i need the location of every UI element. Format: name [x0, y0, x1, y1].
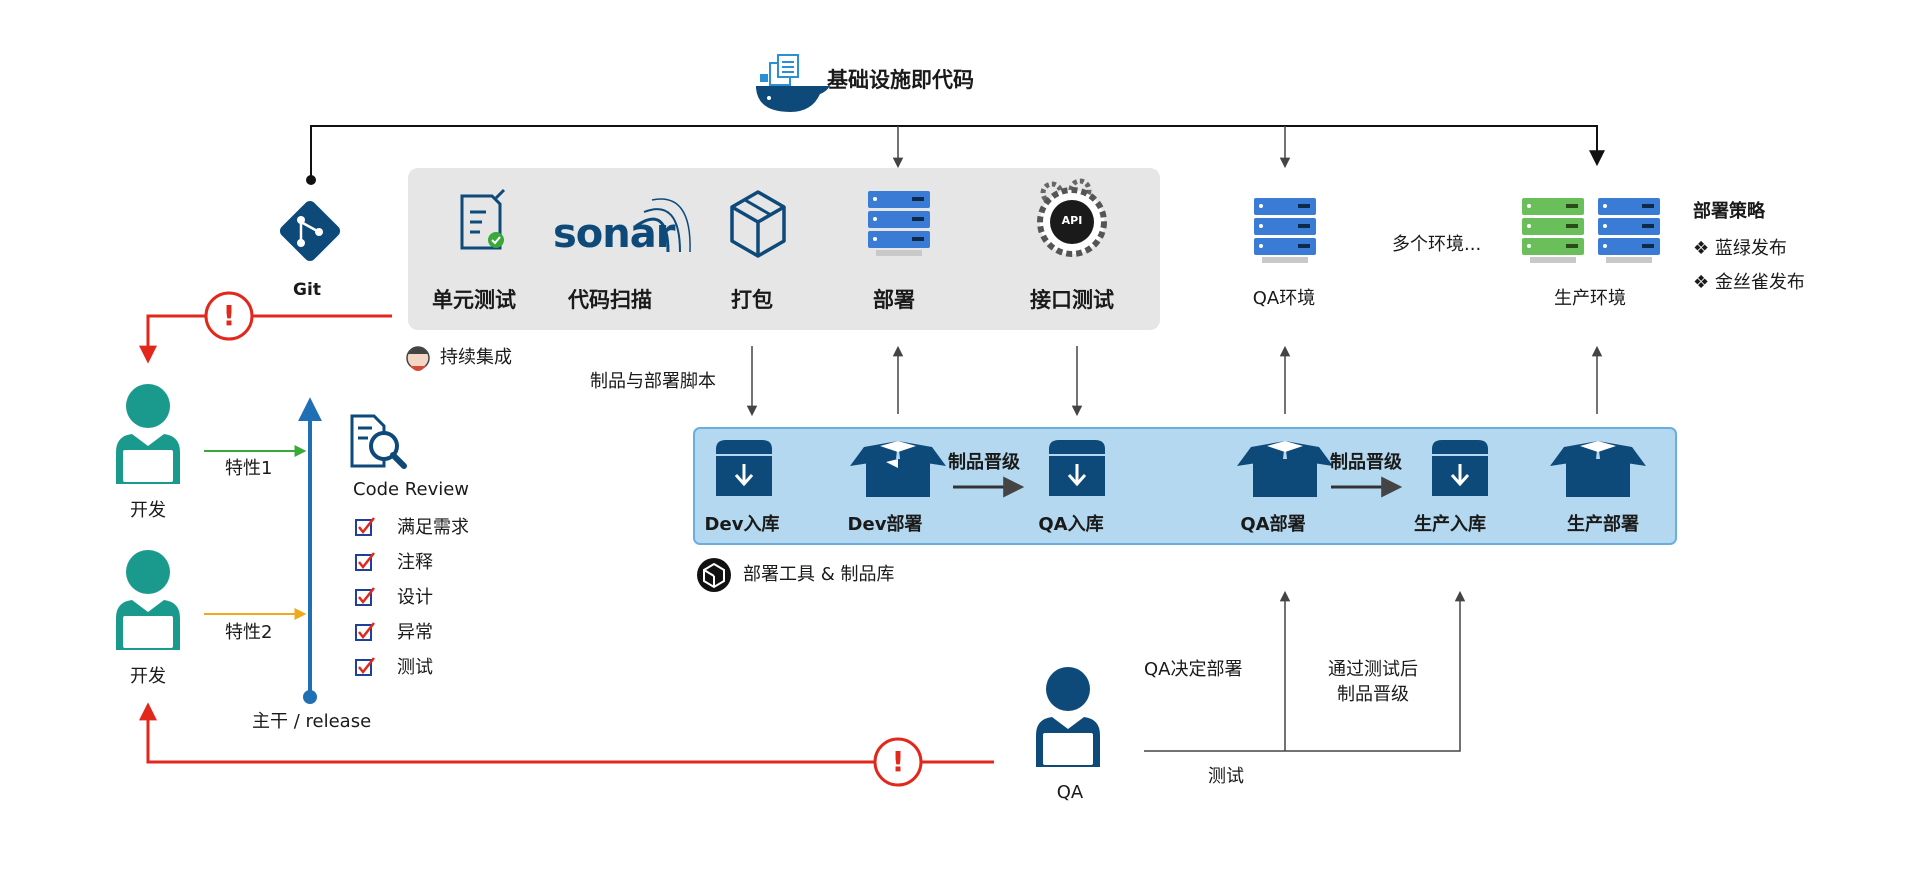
prod-env-green-server-icon	[1522, 198, 1584, 263]
qa-env-server-icon	[1254, 198, 1316, 263]
qa-promote-line1: 通过测试后	[1328, 659, 1418, 680]
docker-whale-icon	[756, 54, 830, 112]
stage-dev-deploy: Dev部署	[847, 514, 923, 535]
feature2-label: 特性2	[225, 622, 273, 643]
qa-decide-label: QA决定部署	[1144, 659, 1243, 680]
package-icon	[730, 190, 786, 258]
qa-alert-icon: !	[891, 745, 905, 778]
ci-step-deploy: 部署	[873, 288, 915, 312]
qa-promote-line2: 制品晋级	[1337, 684, 1409, 705]
promote-label-2: 制品晋级	[1330, 452, 1402, 473]
stage-qa-deploy: QA部署	[1240, 514, 1306, 535]
prod-open-box-icon	[1550, 441, 1646, 497]
feature1-label: 特性1	[225, 458, 273, 479]
ci-step-package: 打包	[731, 288, 773, 312]
ci-step-api-test: 接口测试	[1030, 288, 1114, 312]
dev-open-box-icon	[850, 441, 946, 497]
review-item-exceptions: 异常	[397, 622, 433, 643]
api-gear-icon	[1037, 178, 1107, 257]
repo-tool-icon	[697, 558, 731, 592]
stage-dev-inbound: Dev入库	[704, 514, 780, 535]
ci-step-code-scan: 代码扫描	[568, 288, 652, 312]
sonar-waves-icon	[635, 198, 691, 253]
qa-feedback-line	[139, 702, 994, 764]
git-label: Git	[293, 280, 321, 300]
qa-inbox-icon	[1049, 440, 1105, 496]
qa-person-icon	[1036, 667, 1100, 767]
review-item-comments: 注释	[397, 552, 433, 573]
code-review-title: Code Review	[353, 479, 470, 500]
developer-2-icon	[116, 550, 180, 650]
qa-test-label: 测试	[1208, 766, 1244, 787]
qa-person-label: QA	[1056, 782, 1084, 803]
code-review-icon	[350, 414, 407, 469]
trunk-label: 主干 / release	[252, 711, 372, 732]
developer-1-icon	[116, 384, 180, 484]
qa-bracket	[1144, 590, 1466, 752]
ci-alert-icon: !	[222, 299, 236, 332]
prod-env-label: 生产环境	[1554, 288, 1626, 309]
ci-step-unit-test: 单元测试	[432, 288, 516, 312]
qa-env-label: QA环境	[1252, 288, 1316, 309]
review-item-tests: 测试	[397, 657, 433, 678]
jenkins-icon	[406, 346, 430, 371]
stage-prod-deploy: 生产部署	[1567, 514, 1639, 535]
dev-inbox-icon	[716, 440, 772, 496]
artifact-script-label: 制品与部署脚本	[590, 371, 716, 392]
strategy-blue-green: ❖ 蓝绿发布	[1693, 238, 1787, 259]
repo-tool-label: 部署工具 & 制品库	[743, 564, 895, 585]
strategy-canary: ❖ 金丝雀发布	[1693, 272, 1805, 293]
iac-label: 基础设施即代码	[827, 68, 974, 92]
stage-qa-inbound: QA入库	[1038, 514, 1104, 535]
developer-1-label: 开发	[130, 500, 166, 521]
review-item-design: 设计	[397, 587, 433, 608]
ci-label: 持续集成	[440, 347, 512, 368]
checkbox-icons	[355, 517, 375, 676]
api-icon-text: API	[1061, 214, 1083, 227]
ci-box	[408, 168, 1160, 330]
stage-prod-inbound: 生产入库	[1414, 514, 1486, 535]
ci-feedback-line	[139, 314, 392, 364]
unit-test-icon	[460, 188, 506, 250]
review-item-requirements: 满足需求	[397, 517, 469, 538]
iac-bus	[306, 125, 1605, 185]
sonar-logo-text: sonar	[553, 211, 675, 257]
strategy-title: 部署策略	[1693, 201, 1765, 222]
prod-env-blue-server-icon	[1598, 198, 1660, 263]
promote-label-1: 制品晋级	[948, 452, 1020, 473]
deploy-server-icon	[868, 191, 930, 256]
repo-band	[693, 427, 1677, 545]
git-icon	[279, 200, 341, 262]
prod-inbox-icon	[1432, 440, 1488, 496]
qa-open-box-icon	[1237, 441, 1333, 497]
developer-2-label: 开发	[130, 666, 166, 687]
multi-env-label: 多个环境...	[1392, 234, 1482, 255]
